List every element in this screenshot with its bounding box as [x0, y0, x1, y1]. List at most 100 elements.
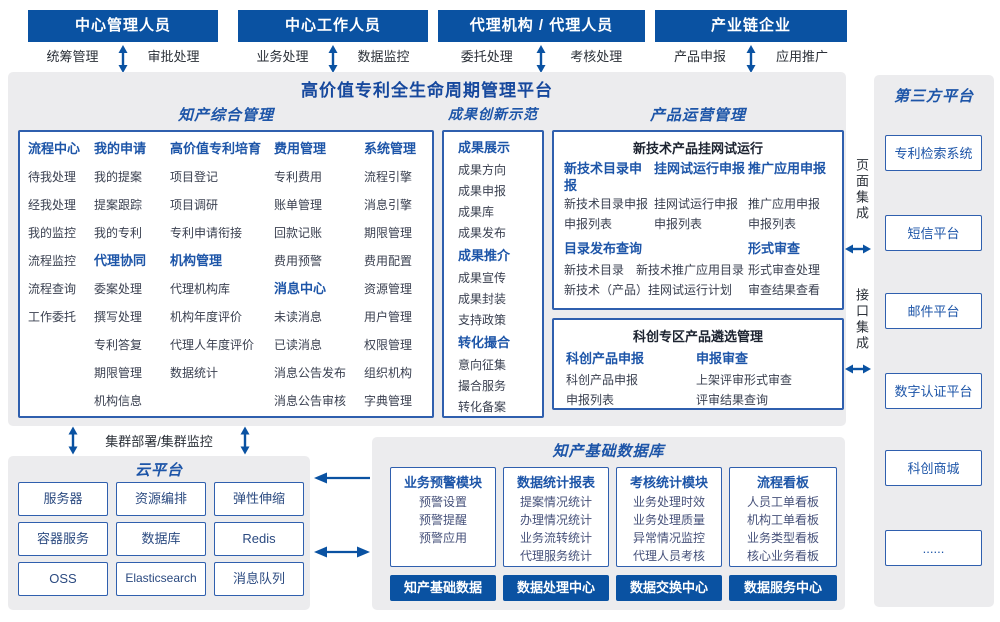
menu-group-header: 新技术目录申报: [564, 161, 643, 193]
menu-item: 待我处理: [28, 170, 77, 184]
menu-item: 成果宣传: [458, 271, 507, 285]
menu-item: 成果方向: [458, 163, 507, 177]
section-title-achievements: 成果创新示范: [448, 106, 538, 122]
menu-item: 费用配置: [364, 254, 413, 268]
menu-item: 账单管理: [274, 198, 323, 212]
db-module-item: 核心业务看板: [746, 549, 819, 563]
menu-item: 回款记账: [274, 226, 323, 240]
db-module-header: 流程看板: [756, 475, 809, 490]
menu-item: 已读消息: [274, 338, 323, 352]
menu-column: 推广应用申报 推广应用申报 申报列表: [748, 160, 836, 234]
menu-item: 消息公告发布: [274, 366, 347, 380]
menu-item: 我的提案: [94, 170, 143, 184]
cloud-service-box: OSS: [18, 562, 108, 596]
db-module-item: 人员工单看板: [746, 495, 819, 509]
third-party-box: ......: [885, 530, 982, 566]
menu-item: 机构信息: [94, 394, 143, 408]
cloud-service-box: 资源编排: [116, 482, 206, 516]
menu-item: 新技术目录申报: [564, 197, 649, 211]
menu-column: 目录发布查询 新技术目录 新技术推广应用目录 新技术（产品）挂网试运行计划: [564, 238, 748, 300]
menu-item: 上架评审形式审查: [696, 373, 793, 387]
role-title-bar: 中心管理人员: [28, 10, 218, 42]
menu-group-header: 我的申请: [94, 141, 147, 156]
menu-item: 字典管理: [364, 394, 413, 408]
db-module-header: 数据统计报表: [516, 475, 595, 490]
menu-item: 项目调研: [170, 198, 219, 212]
menu-item: 项目登记: [170, 170, 219, 184]
db-module-item: 业务流转统计: [519, 531, 592, 545]
ip-database-panel: 知产基础数据库 业务预警模块 预警设置 预警提醒 预警应用 数据统计报表 提案情…: [372, 437, 845, 610]
third-party-box: 专利检索系统: [885, 135, 982, 171]
cluster-label: 集群部署/集群监控: [105, 434, 213, 449]
db-module-item: 业务类型看板: [746, 531, 819, 545]
menu-item: 申报列表: [654, 217, 703, 231]
db-center-button: 数据处理中心: [503, 575, 609, 601]
db-center-button: 知产基础数据: [390, 575, 496, 601]
third-party-panel: 第三方平台 专利检索系统 短信平台 邮件平台 数字认证平台 科创商城 .....…: [874, 75, 994, 607]
role-action: 统筹管理: [46, 49, 99, 64]
db-module-item: 预警提醒: [418, 513, 467, 527]
vertical-double-arrow-icon: [745, 45, 757, 73]
menu-group-header: 机构管理: [170, 253, 223, 268]
menu-item: 新技术目录: [564, 263, 625, 277]
db-module: 考核统计模块 业务处理时效 业务处理质量 异常情况监控 代理人员考核: [616, 467, 722, 567]
menu-item: 新技术推广应用目录: [636, 263, 745, 277]
menu-group-header: 目录发布查询: [564, 241, 643, 256]
menu-column: 系统管理 流程引擎 消息引擎 期限管理 费用配置 资源管理 用户管理 权限管理 …: [364, 135, 426, 415]
horizontal-double-arrow-icon: [845, 242, 871, 256]
db-module-item: 机构工单看板: [746, 513, 819, 527]
menu-group-header: 系统管理: [364, 141, 417, 156]
vertical-double-arrow-icon: [67, 426, 79, 455]
menu-item: 组织机构: [364, 366, 413, 380]
menu-item: 期限管理: [94, 366, 143, 380]
platform-title: 高价值专利全生命周期管理平台: [301, 81, 553, 100]
menu-item: 推广应用申报: [748, 197, 821, 211]
menu-column: 申报审查 上架评审形式审查 评审结果查询: [696, 348, 836, 410]
db-module: 业务预警模块 预警设置 预警提醒 预警应用: [390, 467, 496, 567]
menu-item: 消息公告审核: [274, 394, 347, 408]
role-action: 委托处理: [460, 49, 513, 64]
menu-column: 科创产品申报 科创产品申报 申报列表: [566, 348, 696, 410]
third-party-box: 邮件平台: [885, 293, 982, 329]
menu-column: 流程中心 待我处理 经我处理 我的监控 流程监控 流程查询 工作委托: [28, 135, 94, 415]
menu-item: 我的监控: [28, 226, 77, 240]
menu-item: 资源管理: [364, 282, 413, 296]
menu-group-header: 转化撮合: [458, 335, 511, 350]
db-module: 数据统计报表 提案情况统计 办理情况统计 业务流转统计 代理服务统计: [503, 467, 609, 567]
menu-item: 新技术（产品）挂网试运行计划: [564, 283, 733, 297]
role-title-bar: 产业链企业: [655, 10, 847, 42]
third-party-title: 第三方平台: [893, 88, 974, 105]
third-party-box: 科创商城: [885, 450, 982, 486]
menu-item: 成果发布: [458, 226, 507, 240]
menu-item: 期限管理: [364, 226, 413, 240]
cloud-service-box: Redis: [214, 522, 304, 556]
vertical-double-arrow-icon: [535, 45, 547, 73]
menu-column: 新技术目录申报 新技术目录申报 申报列表: [564, 160, 654, 234]
menu-item: 流程查询: [28, 282, 77, 296]
menu-item: 撮合服务: [458, 379, 507, 393]
db-module-item: 办理情况统计: [519, 513, 592, 527]
menu-column: 高价值专利培育 项目登记 项目调研 专利申请衔接 机构管理 代理机构库 机构年度…: [170, 135, 274, 415]
ip-database-title: 知产基础数据库: [552, 443, 665, 460]
menu-item: 专利费用: [274, 170, 323, 184]
role-action: 产品申报: [673, 49, 726, 64]
menu-item: 流程监控: [28, 254, 77, 268]
db-module-item: 代理服务统计: [519, 549, 592, 563]
db-module-header: 考核统计模块: [629, 475, 708, 490]
db-center-button: 数据服务中心: [729, 575, 837, 601]
menu-item: 申报列表: [748, 217, 797, 231]
menu-item: 权限管理: [364, 338, 413, 352]
db-module-item: 异常情况监控: [632, 531, 705, 545]
menu-item: 评审结果查询: [696, 393, 769, 407]
trial-operation-box: 新技术产品挂网试运行 新技术目录申报 新技术目录申报 申报列表 挂网试运行申报 …: [552, 130, 844, 310]
vertical-double-arrow-icon: [239, 426, 251, 455]
cloud-service-box: Elasticsearch: [116, 562, 206, 596]
menu-item: 专利申请衔接: [170, 226, 243, 240]
menu-item: 流程引擎: [364, 170, 413, 184]
menu-group-header: 高价值专利培育: [170, 141, 262, 156]
menu-group-header: 消息中心: [274, 281, 327, 296]
menu-item: 支持政策: [458, 313, 507, 327]
sub-box-title: 新技术产品挂网试运行: [632, 141, 763, 156]
db-module-item: 提案情况统计: [519, 495, 592, 509]
menu-item: 科创产品申报: [566, 373, 639, 387]
